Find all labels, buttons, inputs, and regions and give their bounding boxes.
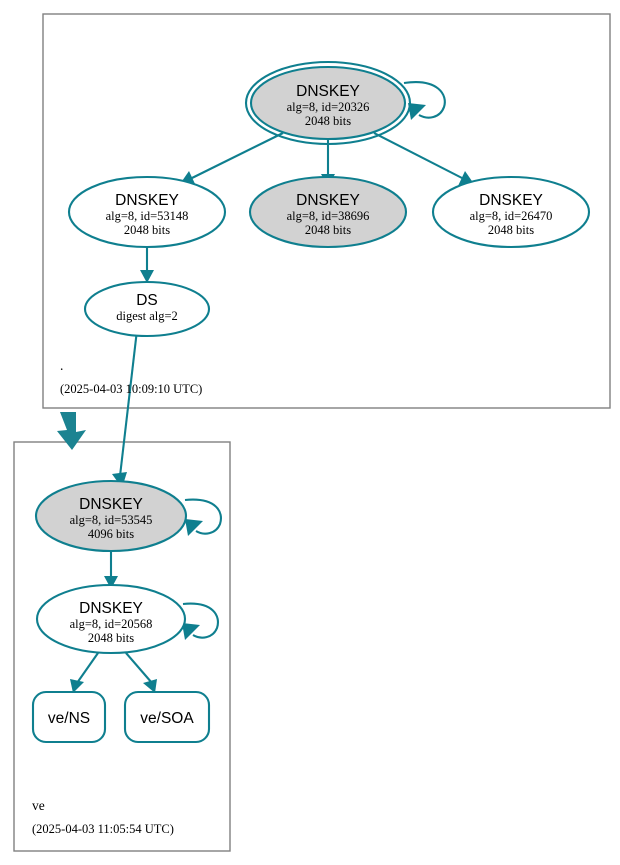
edge-ve-ksk-to-ve-zsk [104,551,118,589]
node-detail-line: 2048 bits [88,631,134,645]
zone-label-ve-name: ve [32,798,45,813]
edge-ve-zsk-to-ve-ns [70,652,99,693]
self-loop-ve-zsk [182,602,219,640]
node-title: DNSKEY [479,192,543,209]
node-title: DS [136,292,158,309]
node-record-ve-soa[interactable]: ve/SOA [123,690,211,744]
node-detail-line: 2048 bits [488,223,534,237]
self-loop-ve-ksk [184,498,222,536]
node-title: ve/NS [48,710,90,727]
node-title: DNSKEY [79,600,143,617]
zone-label-ve-timestamp: (2025-04-03 11:05:54 UTC) [32,822,174,836]
node-detail-line: alg=8, id=20568 [70,617,153,631]
delegation-arrow-root-to-ve [57,412,86,450]
node-dnskey-root-zsk-38696[interactable]: DNSKEY alg=8, id=38696 2048 bits [248,175,408,249]
node-detail-line: digest alg=2 [116,309,178,323]
node-detail-line: 2048 bits [305,223,351,237]
node-detail-line: 2048 bits [305,114,351,128]
self-loop-root-ksk [403,81,446,120]
node-detail-line: alg=8, id=53148 [106,209,189,223]
node-detail-line: alg=8, id=26470 [470,209,553,223]
node-detail-line: alg=8, id=38696 [287,209,370,223]
node-dnskey-root-zsk-53148[interactable]: DNSKEY alg=8, id=53148 2048 bits [67,175,227,249]
node-ds-root[interactable]: DS digest alg=2 [83,280,211,338]
node-record-ve-ns[interactable]: ve/NS [31,690,107,744]
node-detail-line: alg=8, id=20326 [287,100,370,114]
node-dnskey-root-zsk-26470[interactable]: DNSKEY alg=8, id=26470 2048 bits [431,175,591,249]
node-title: DNSKEY [296,83,360,100]
zone-label-root-name: . [60,358,63,373]
node-dnskey-ve-ksk-53545[interactable]: DNSKEY alg=8, id=53545 4096 bits [34,479,188,553]
node-dnskey-root-ksk-20326[interactable]: DNSKEY alg=8, id=20326 2048 bits [244,60,412,146]
zone-label-root-timestamp: (2025-04-03 10:09:10 UTC) [60,382,202,396]
node-title: DNSKEY [79,496,143,513]
node-detail-line: 4096 bits [88,527,134,541]
node-title: DNSKEY [296,192,360,209]
node-detail-line: 2048 bits [124,223,170,237]
node-detail-line: alg=8, id=53545 [70,513,153,527]
edge-ve-zsk-to-ve-soa [125,652,157,693]
node-dnskey-ve-zsk-20568[interactable]: DNSKEY alg=8, id=20568 2048 bits [35,583,187,655]
node-title: DNSKEY [115,192,179,209]
node-title: ve/SOA [140,710,194,727]
edge-zsk-53148-to-ds [140,245,154,283]
